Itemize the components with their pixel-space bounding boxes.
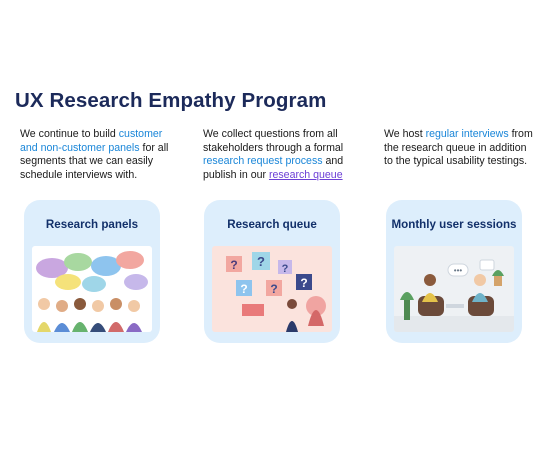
queue-text-2: and publish in our <box>203 155 344 181</box>
queue-text-1: We collect questions from all stakeholde… <box>203 128 344 154</box>
question-marks-illustration: ? ? ? ? ? ? <box>212 246 332 332</box>
svg-text:?: ? <box>300 276 307 290</box>
people-speech-bubbles-illustration <box>32 246 152 332</box>
panels-description: We continue to build customer and non-cu… <box>20 128 180 182</box>
panels-text-1: We continue to build <box>20 128 119 140</box>
svg-text:?: ? <box>270 282 277 296</box>
svg-text:?: ? <box>257 254 265 269</box>
svg-text:•••: ••• <box>454 266 463 275</box>
queue-description: We collect questions from all stakeholde… <box>203 128 355 182</box>
panels-text-2: for all segments that we can easily sche… <box>20 141 169 181</box>
monthly-user-sessions-card[interactable]: Monthly user sessions ••• <box>386 200 522 343</box>
monthly-user-sessions-title: Monthly user sessions <box>391 218 517 231</box>
research-panels-card[interactable]: Research panels <box>24 200 160 343</box>
page-title: UX Research Empathy Program <box>15 89 327 112</box>
sessions-text-2: from the research queue in addition to t… <box>384 128 533 168</box>
research-panels-title: Research panels <box>45 218 139 231</box>
research-queue-title: Research queue <box>227 218 317 231</box>
panels-link[interactable]: customer and non-customer panels <box>20 128 163 154</box>
interview-chairs-illustration: ••• <box>394 246 514 332</box>
research-queue-card[interactable]: Research queue ? ? ? ? ? ? <box>204 200 340 343</box>
regular-interviews-link[interactable]: regular interviews <box>425 128 509 140</box>
svg-text:?: ? <box>240 282 247 296</box>
research-queue-link[interactable]: research queue <box>268 168 343 181</box>
sessions-text-1: We host <box>384 128 426 140</box>
sessions-description: We host regular interviews from the rese… <box>384 128 536 169</box>
svg-text:?: ? <box>230 258 237 272</box>
svg-text:?: ? <box>282 263 289 275</box>
research-request-link[interactable]: research request process <box>203 155 323 168</box>
